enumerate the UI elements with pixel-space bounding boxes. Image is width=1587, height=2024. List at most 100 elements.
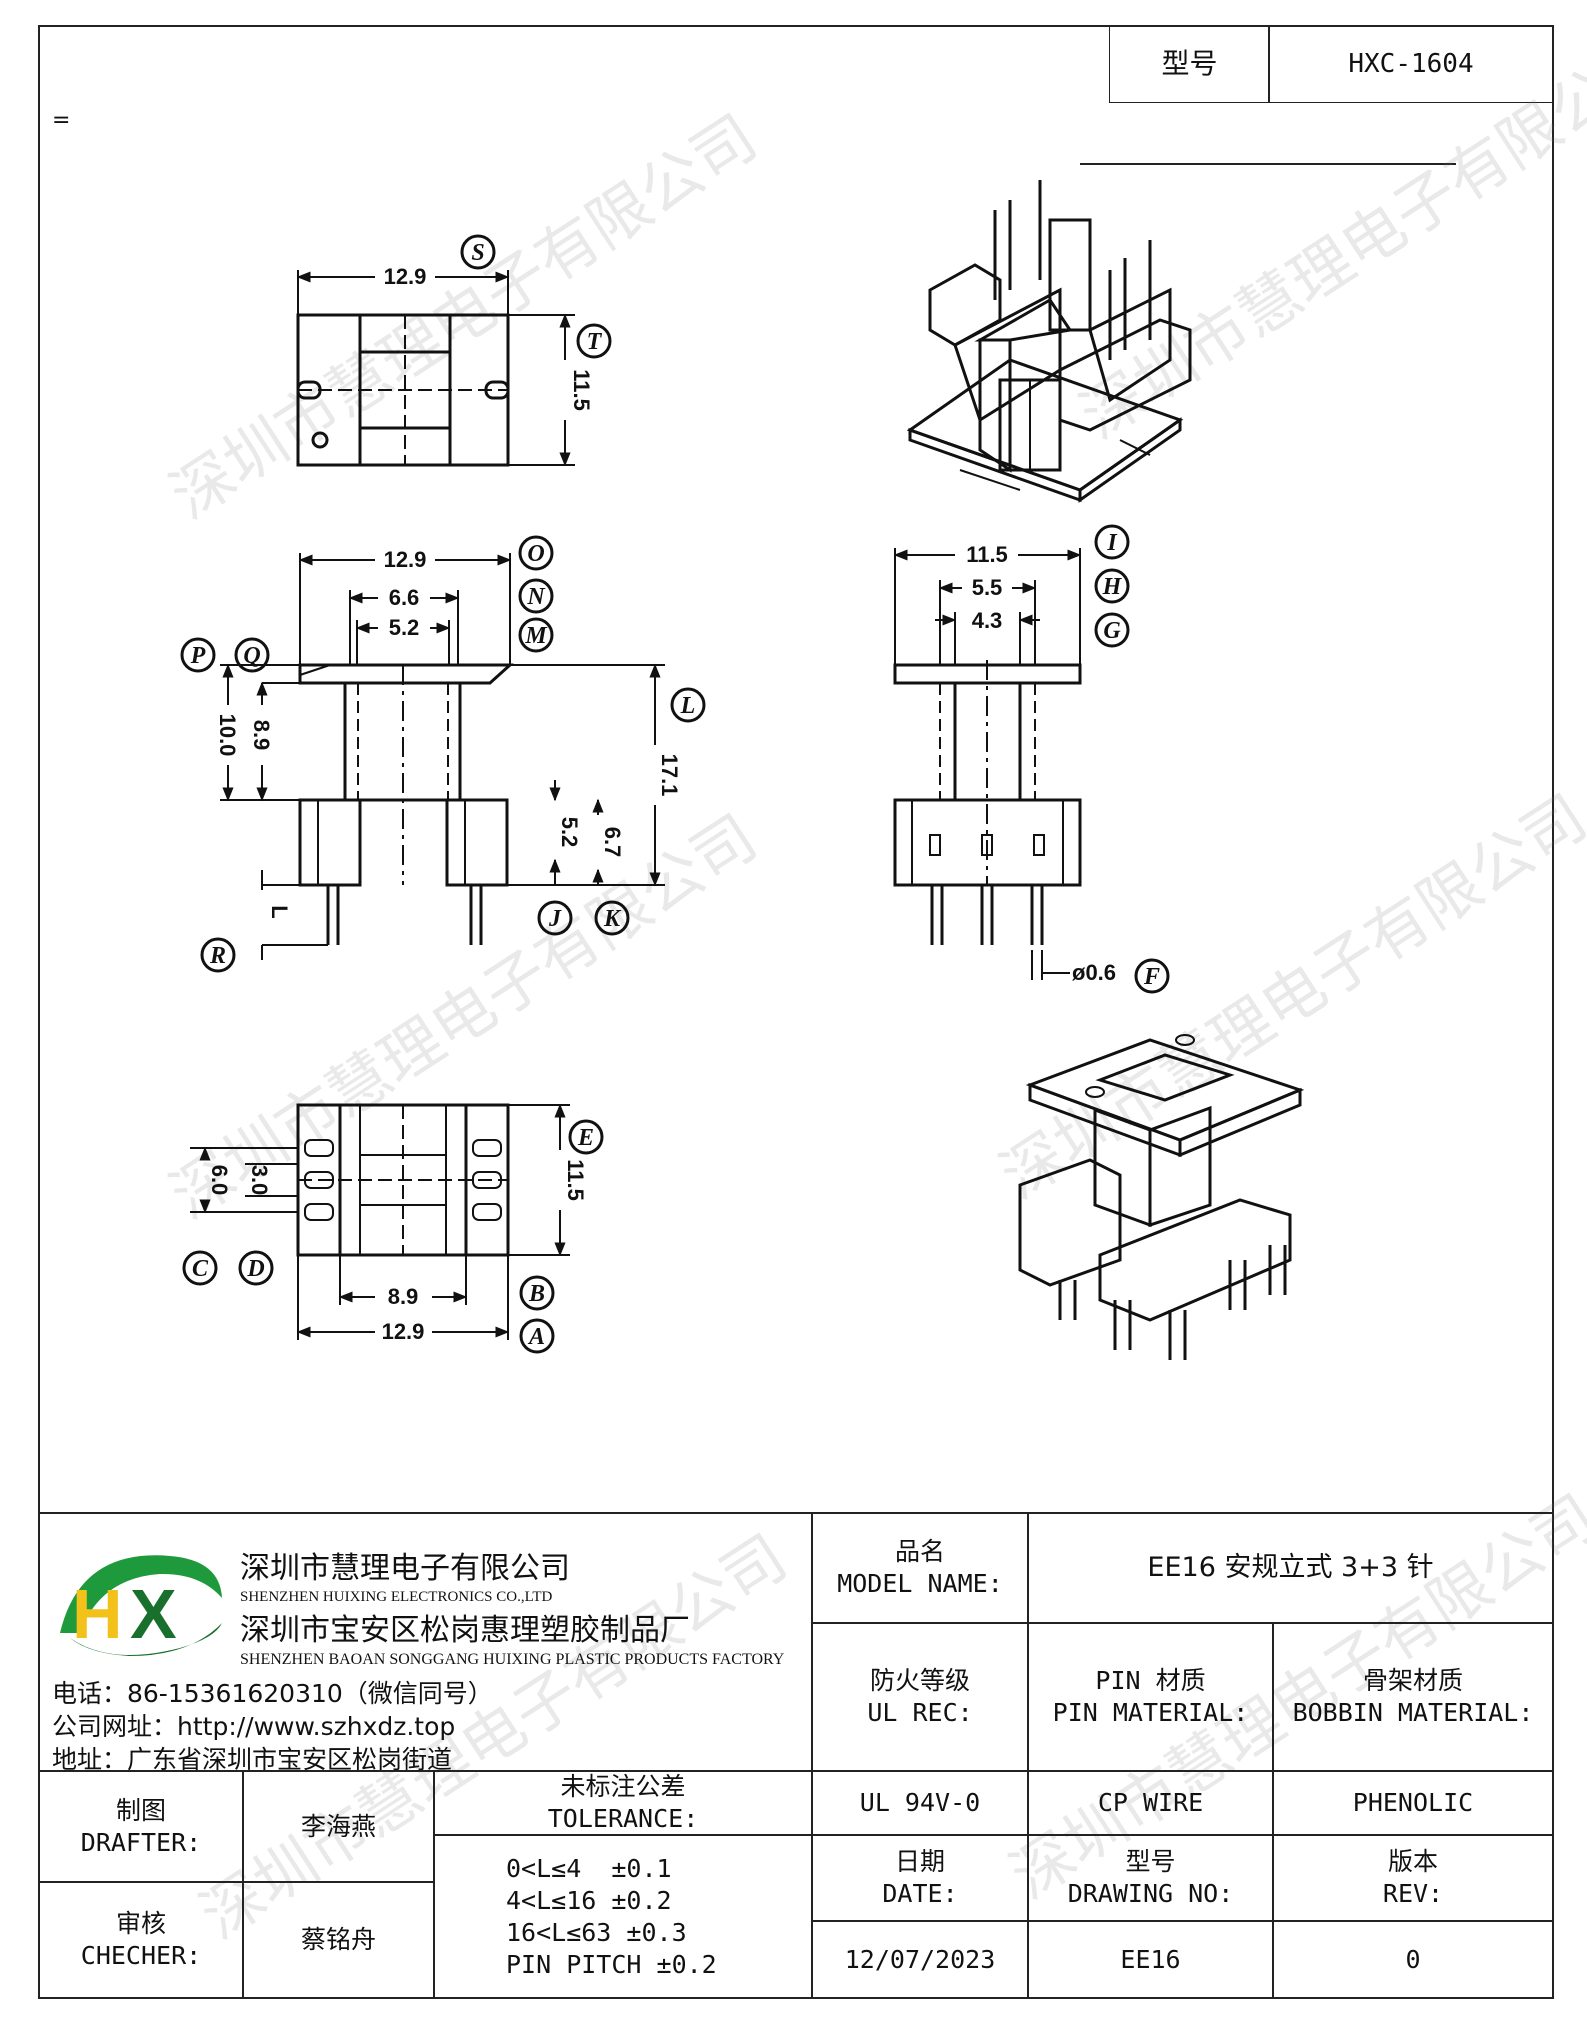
date-label-cn: 日期 bbox=[894, 1847, 945, 1876]
drawing-no-label-cn: 型号 bbox=[1125, 1847, 1176, 1876]
callout-E: E bbox=[568, 1119, 604, 1155]
ul-value: UL 94V-0 bbox=[811, 1770, 1029, 1836]
dim-text: 11.5 bbox=[966, 542, 1008, 567]
bobbin-material-label: 骨架材质 BOBBIN MATERIAL: bbox=[1272, 1622, 1554, 1772]
top-view bbox=[296, 270, 575, 467]
svg-text:J: J bbox=[548, 906, 562, 932]
callout-B: B bbox=[519, 1275, 555, 1311]
dim-text: 6.0 bbox=[207, 1165, 232, 1196]
date-label-en: DATE: bbox=[882, 1879, 958, 1908]
company-name-cn: 深圳市慧理电子有限公司 bbox=[240, 1551, 570, 1586]
ul-value-text: UL 94V-0 bbox=[859, 1788, 981, 1817]
dim-text: 5.5 bbox=[972, 575, 1003, 600]
iso-view-bottom bbox=[1018, 1034, 1305, 1360]
date-value-text: 12/07/2023 bbox=[844, 1944, 996, 1974]
tolerance-label-cn: 未标注公差 bbox=[560, 1772, 686, 1801]
model-name-label: 品名 MODEL NAME: bbox=[811, 1512, 1029, 1624]
pin-material-label: PIN 材质 PIN MATERIAL: bbox=[1027, 1622, 1274, 1772]
callout-S: S bbox=[460, 234, 496, 270]
drafter-label-cn: 制图 bbox=[115, 1795, 166, 1825]
ul-rec-label-en: UL REC: bbox=[867, 1698, 973, 1727]
callout-I: I bbox=[1094, 524, 1130, 560]
svg-text:N: N bbox=[526, 584, 546, 610]
callout-A: A bbox=[519, 1318, 555, 1354]
drafter-label-en: DRAFTER: bbox=[80, 1827, 202, 1857]
checker-label-cn: 审核 bbox=[115, 1909, 166, 1938]
title-block-top-rule bbox=[38, 1512, 1554, 1514]
checker-name-text: 蔡铭舟 bbox=[300, 1925, 376, 1954]
svg-text:T: T bbox=[587, 329, 603, 355]
tolerance-line: 0<L≤4 ±0.1 bbox=[506, 1853, 672, 1883]
dim-text: 12.9 bbox=[384, 547, 427, 572]
callout-P: P bbox=[180, 637, 216, 673]
tolerance-label: 未标注公差 TOLERANCE: bbox=[433, 1770, 813, 1836]
svg-text:K: K bbox=[603, 906, 622, 932]
svg-text:H: H bbox=[1102, 574, 1123, 600]
drafter-label: 制图 DRAFTER: bbox=[38, 1770, 244, 1883]
callout-O: O bbox=[518, 535, 554, 571]
model-name-label-cn: 品名 bbox=[894, 1537, 945, 1566]
callout-N: N bbox=[518, 578, 554, 614]
logo-x-letter: X bbox=[130, 1575, 177, 1653]
rev-value: 0 bbox=[1272, 1920, 1554, 1999]
checker-label: 审核 CHECHER: bbox=[38, 1881, 244, 1999]
bobbin-material-label-en: BOBBIN MATERIAL: bbox=[1292, 1698, 1534, 1727]
svg-text:P: P bbox=[190, 643, 206, 669]
callout-D: D bbox=[238, 1250, 274, 1286]
callout-F: F bbox=[1134, 958, 1170, 994]
svg-text:I: I bbox=[1106, 530, 1118, 556]
company-website: 公司网址：http://www.szhxdz.top bbox=[52, 1712, 456, 1741]
drafter-name-text: 李海燕 bbox=[300, 1811, 376, 1841]
rev-value-text: 0 bbox=[1405, 1944, 1421, 1974]
dim-text: 6.7 bbox=[600, 827, 625, 858]
technical-drawing: 12.9 11.5 12.9 6.6 5.2 10.0 8.9 17.1 5.2… bbox=[180, 180, 1305, 1360]
svg-text:B: B bbox=[528, 1281, 545, 1307]
callout-T: T bbox=[576, 323, 612, 359]
svg-text:F: F bbox=[1143, 964, 1160, 990]
tolerance-line: 16<L≤63 ±0.3 bbox=[506, 1917, 687, 1947]
callout-C: C bbox=[182, 1250, 218, 1286]
header-model-value: HXC-1604 bbox=[1268, 25, 1554, 103]
drafter-name: 李海燕 bbox=[242, 1770, 435, 1883]
pin-material-label-en: PIN MATERIAL: bbox=[1052, 1698, 1249, 1727]
header-model-label-text: 型号 bbox=[1161, 47, 1218, 80]
dim-text: 8.9 bbox=[388, 1284, 419, 1309]
svg-text:E: E bbox=[577, 1125, 594, 1151]
callout-L: L bbox=[670, 687, 706, 723]
drawing-no-label-en: DRAWING NO: bbox=[1067, 1879, 1234, 1908]
tolerance-line: 4<L≤16 ±0.2 bbox=[506, 1885, 672, 1915]
callout-M: M bbox=[518, 617, 554, 653]
ul-rec-label: 防火等级 UL REC: bbox=[811, 1622, 1029, 1772]
header-model-label: 型号 bbox=[1109, 25, 1270, 103]
company-box bbox=[38, 1512, 813, 1772]
side-view bbox=[893, 548, 1082, 980]
checker-name: 蔡铭舟 bbox=[242, 1881, 435, 1999]
svg-text:A: A bbox=[527, 1324, 545, 1350]
callout-H: H bbox=[1094, 568, 1130, 604]
logo-swoosh-top bbox=[60, 1555, 222, 1633]
company-address: 地址：广东省深圳市宝安区松岗街道 bbox=[52, 1745, 453, 1774]
iso-view-top bbox=[906, 180, 1192, 503]
model-name-value-text: EE16 安规立式 3+3 针 bbox=[1147, 1552, 1434, 1583]
rev-label-en: REV: bbox=[1382, 1879, 1444, 1908]
callout-K: K bbox=[594, 900, 630, 936]
dim-text: 12.9 bbox=[384, 264, 427, 289]
bobbin-value-text: PHENOLIC bbox=[1352, 1788, 1474, 1817]
svg-text:R: R bbox=[209, 943, 226, 969]
company-phone: 电话：86-15361620310（微信同号） bbox=[52, 1679, 493, 1708]
header-marker: = bbox=[52, 108, 71, 133]
drawing-no-value: EE16 bbox=[1027, 1920, 1274, 1999]
pin-material-label-cn: PIN 材质 bbox=[1095, 1666, 1206, 1695]
company-name-en: SHENZHEN HUIXING ELECTRONICS CO.,LTD bbox=[240, 1589, 553, 1605]
dim-text: 6.6 bbox=[389, 585, 420, 610]
callout-J: J bbox=[537, 900, 573, 936]
factory-name-cn: 深圳市宝安区松岗惠理塑胶制品厂 bbox=[240, 1613, 690, 1648]
svg-text:S: S bbox=[471, 240, 484, 266]
drawing-no-label: 型号 DRAWING NO: bbox=[1027, 1834, 1274, 1922]
dim-text: 5.2 bbox=[557, 817, 582, 848]
checker-label-en: CHECHER: bbox=[80, 1941, 202, 1970]
company-logo: H X bbox=[60, 1555, 222, 1656]
tolerance-label-en: TOLERANCE: bbox=[547, 1804, 699, 1833]
dim-text: 5.2 bbox=[389, 615, 420, 640]
front-view bbox=[220, 553, 665, 960]
